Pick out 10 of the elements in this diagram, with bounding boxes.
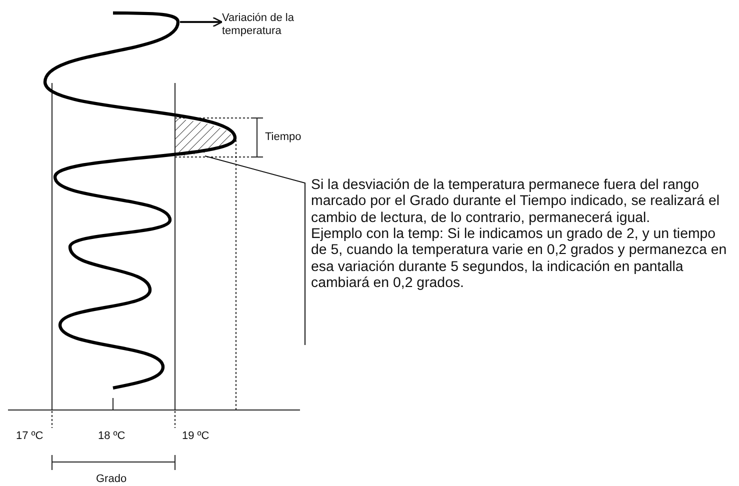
dimension-label: Grado xyxy=(96,473,127,485)
leader-line xyxy=(204,156,306,346)
note-paragraph: Ejemplo con la temp: Si le indicamos un grado de 2, y un tiempo de 5, cuando la temperatura varie en 0,2 grados y permanezca en esa variación durante 5 segundos, la indicación en pantalla cambiará en 0,2 grados. xyxy=(311,226,728,292)
axis-label: 19 ºC xyxy=(182,430,210,442)
axis-label: 18 ºC xyxy=(98,430,126,442)
note-paragraph: Si la desviación de la temperatura permanece fuera del rango marcado por el Grado durante el Tiempo indicado, se realizará el cambio de lectura, de lo contrario, permanecerá igual. xyxy=(311,177,721,226)
curve-label: Variación de la temperatura xyxy=(222,12,295,38)
arrow xyxy=(180,16,223,28)
dimension-label: Tiempo xyxy=(265,131,302,143)
axis-label: 17 ºC xyxy=(16,430,44,442)
